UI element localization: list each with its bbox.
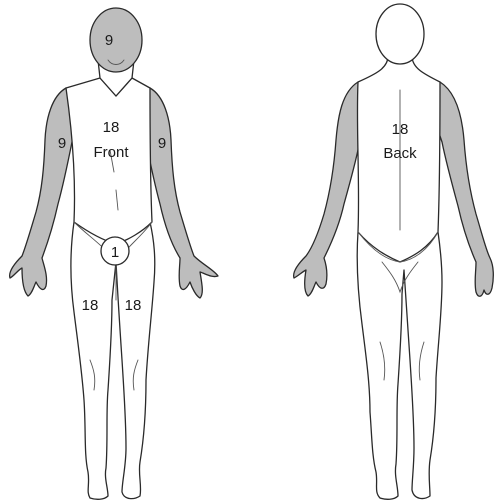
back-legs xyxy=(357,232,442,499)
back-figure: 18 Back xyxy=(294,4,494,499)
front-head-label: 9 xyxy=(105,32,113,49)
front-head xyxy=(90,8,142,72)
front-torso xyxy=(66,78,152,244)
back-arm-left xyxy=(294,82,366,296)
front-groin-label: 1 xyxy=(111,244,119,261)
front-leg-left-label: 18 xyxy=(125,297,142,314)
front-arm-left-label: 9 xyxy=(158,135,166,152)
front-arm-right-label: 9 xyxy=(58,135,66,152)
back-head xyxy=(376,4,424,64)
back-torso-label: Back xyxy=(383,145,417,162)
back-torso-value: 18 xyxy=(392,121,409,138)
front-figure: 9 9 9 18 Front 1 18 18 xyxy=(10,8,218,499)
front-torso-label: Front xyxy=(93,144,129,161)
back-arm-right xyxy=(434,82,493,296)
front-leg-right-label: 18 xyxy=(82,297,99,314)
front-torso-value: 18 xyxy=(103,119,120,136)
